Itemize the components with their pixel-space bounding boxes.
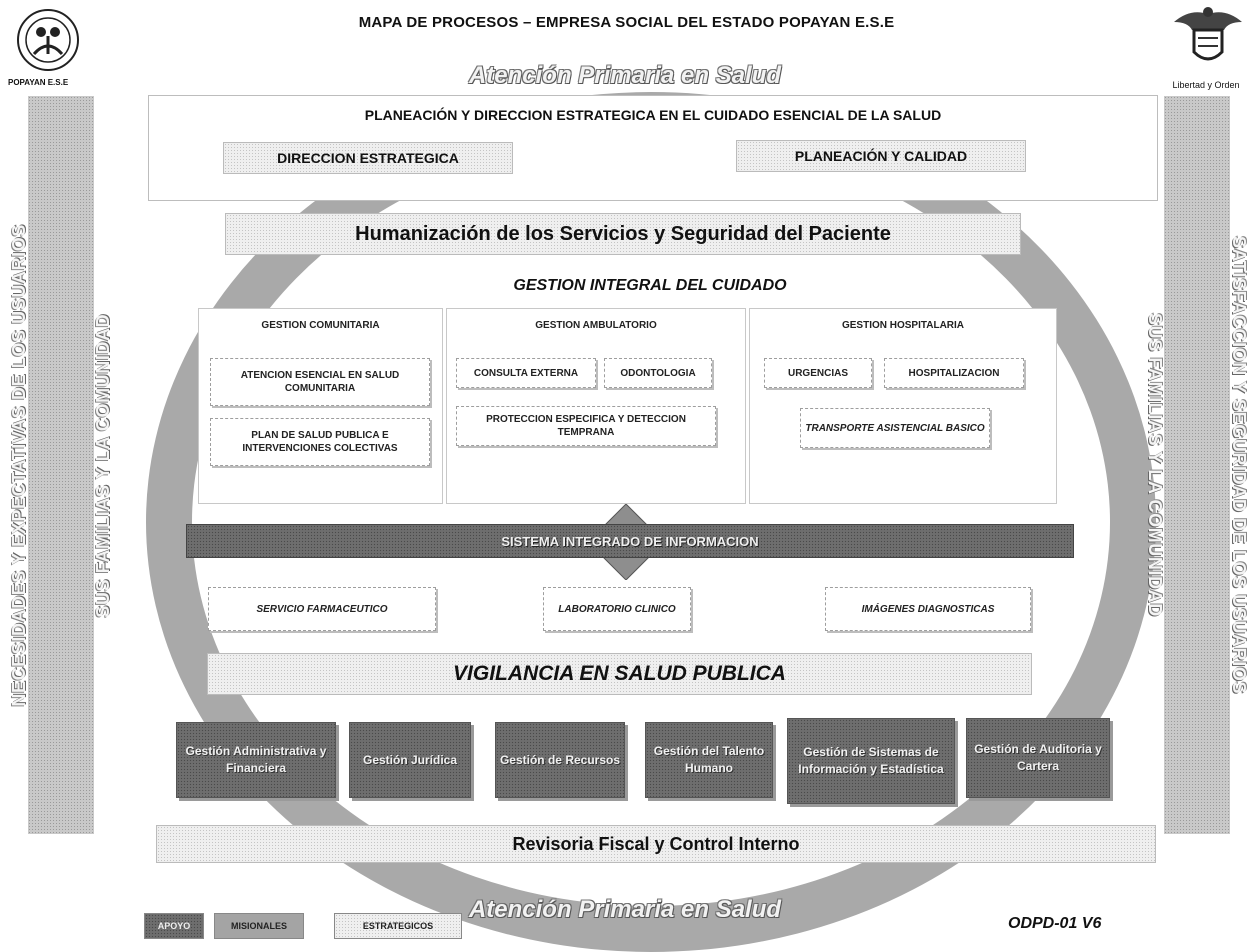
document-code: ODPD-01 V6: [1008, 915, 1102, 932]
gestion-juridica-box: Gestión Jurídica: [349, 722, 471, 798]
right-bar-line1: SATISFACCION Y SEGURIDAD DE LOS USUARIOS: [1229, 235, 1249, 695]
imagenes-diagnosticas-box: IMÁGENES DIAGNOSTICAS: [825, 587, 1031, 631]
legend-estrategicos: ESTRATEGICOS: [334, 913, 462, 939]
hospitalizacion-box: HOSPITALIZACION: [884, 358, 1024, 388]
colombia-coat-of-arms: [1168, 0, 1248, 80]
page-title: MAPA DE PROCESOS – EMPRESA SOCIAL DEL ES…: [358, 14, 895, 31]
sistema-integrado-label: SISTEMA INTEGRADO DE INFORMACION: [501, 533, 759, 549]
proteccion-especifica-box: PROTECCION ESPECIFICA Y DETECCION TEMPRA…: [456, 406, 716, 446]
atencion-esencial-box: ATENCION ESENCIAL EN SALUD COMUNITARIA: [210, 358, 430, 406]
gestion-administrativa-box: Gestión Administrativa y Financiera: [176, 722, 336, 798]
laboratorio-clinico-box: LABORATORIO CLINICO: [543, 587, 691, 631]
gestion-sistemas-informacion-box: Gestión de Sistemas de Información y Est…: [787, 718, 955, 804]
planeacion-calidad-box: PLANEACIÓN Y CALIDAD: [736, 140, 1026, 172]
gestion-auditoria-cartera-box: Gestión de Auditoria y Cartera: [966, 718, 1110, 798]
servicio-farmaceutico-box: SERVICIO FARMACEUTICO: [208, 587, 436, 631]
transporte-asistencial-box: TRANSPORTE ASISTENCIAL BASICO: [800, 408, 990, 448]
gestion-integral-title: GESTION INTEGRAL DEL CUIDADO: [513, 277, 787, 294]
left-bar-line2: SUS FAMILIAS Y LA COMUNIDAD: [93, 313, 113, 617]
coat-of-arms-caption: Libertad y Orden: [1172, 80, 1240, 90]
right-satisfaction-bar: SATISFACCION Y SEGURIDAD DE LOS USUARIOS…: [1145, 96, 1249, 834]
legend-misionales: MISIONALES: [214, 913, 304, 939]
gestion-comunitaria-title: GESTION COMUNITARIA: [261, 320, 380, 331]
gestion-ambulatorio-title: GESTION AMBULATORIO: [535, 320, 657, 331]
legend-apoyo: APOYO: [144, 913, 204, 939]
vigilancia-bar: VIGILANCIA EN SALUD PUBLICA: [207, 653, 1032, 695]
gestion-hospitalaria-title: GESTION HOSPITALARIA: [841, 320, 965, 331]
left-bar-line1: NECESIDADES Y EXPECTATIVAS DE LOS USUARI…: [9, 223, 29, 707]
right-bar-line2: SUS FAMILIAS Y LA COMUNIDAD: [1145, 313, 1165, 617]
humanizacion-bar: Humanización de los Servicios y Segurida…: [225, 213, 1021, 255]
ese-logo: [4, 2, 104, 94]
strategic-title: PLANEACIÓN Y DIRECCION ESTRATEGICA EN EL…: [364, 107, 942, 123]
plan-salud-publica-box: PLAN DE SALUD PUBLICA E INTERVENCIONES C…: [210, 418, 430, 466]
revisoria-fiscal-bar: Revisoria Fiscal y Control Interno: [156, 825, 1156, 863]
banner-aps-top: Atención Primaria en Salud: [468, 62, 782, 89]
urgencias-box: URGENCIAS: [764, 358, 872, 388]
gestion-talento-humano-box: Gestión del Talento Humano: [645, 722, 773, 798]
gestion-recursos-box: Gestión de Recursos: [495, 722, 625, 798]
direccion-estrategica-box: DIRECCION ESTRATEGICA: [223, 142, 513, 174]
left-needs-bar: NECESIDADES Y EXPECTATIVAS DE LOS USUARI…: [9, 96, 113, 834]
odontologia-box: ODONTOLOGIA: [604, 358, 712, 388]
consulta-externa-box: CONSULTA EXTERNA: [456, 358, 596, 388]
gestion-hospitalaria-panel: [749, 308, 1057, 504]
sistema-integrado-bar: SISTEMA INTEGRADO DE INFORMACION: [186, 524, 1074, 558]
banner-aps-bottom: Atención Primaria en Salud: [468, 896, 782, 923]
ese-logo-caption: POPAYAN E.S.E: [8, 78, 69, 87]
gestion-comunitaria-panel: [198, 308, 443, 504]
